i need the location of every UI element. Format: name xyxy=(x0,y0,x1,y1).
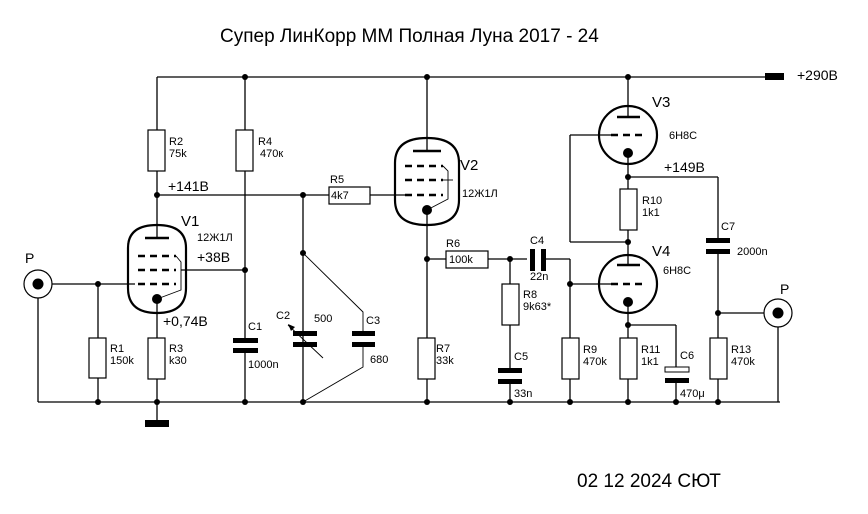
svg-text:33n: 33n xyxy=(514,388,532,400)
output-connector-label: P xyxy=(780,281,789,297)
svg-text:C4: C4 xyxy=(530,235,544,247)
svg-text:680: 680 xyxy=(370,354,388,366)
resistor-r3: R3 k30 xyxy=(147,337,187,402)
svg-text:1000n: 1000n xyxy=(248,359,279,371)
svg-text:500: 500 xyxy=(314,313,332,325)
svg-text:4k7: 4k7 xyxy=(331,190,349,202)
capacitor-c2-trimmer: C2 500 xyxy=(276,192,332,402)
v1-anode-voltage: +141В xyxy=(168,178,209,194)
tube-v2-type: 12Ж1Л xyxy=(462,188,498,200)
capacitor-c7: C7 2000n xyxy=(706,177,768,338)
svg-text:R11: R11 xyxy=(641,344,660,356)
ground-symbol xyxy=(145,420,169,427)
svg-text:R4: R4 xyxy=(258,136,272,148)
svg-text:33k: 33k xyxy=(436,355,454,367)
tube-v1-ref: V1 xyxy=(181,213,199,230)
svg-text:R6: R6 xyxy=(446,238,460,250)
svg-text:150k: 150k xyxy=(110,355,134,367)
svg-text:R13: R13 xyxy=(731,344,751,356)
tube-v4: V4 6Н8С xyxy=(570,243,691,338)
resistor-r2: R2 75k xyxy=(147,77,187,226)
tube-v1: V1 12Ж1Л xyxy=(126,213,245,338)
resistor-r8: R8 9k63* xyxy=(501,259,552,368)
resistor-r11: R11 1k1 xyxy=(619,322,660,402)
v1-screen-voltage: +38В xyxy=(197,249,230,265)
svg-text:R1: R1 xyxy=(110,343,124,355)
svg-text:470k: 470k xyxy=(731,356,755,368)
svg-text:R3: R3 xyxy=(169,343,183,355)
tube-v3-type: 6Н8С xyxy=(669,130,697,142)
svg-text:R9: R9 xyxy=(583,344,597,356)
resistor-r1: R1 150k xyxy=(88,284,134,402)
output-connector: P xyxy=(718,281,793,402)
schematic-footer-date: 02 12 2024 СЮТ xyxy=(577,471,721,492)
svg-text:C3: C3 xyxy=(366,315,380,327)
svg-text:C1: C1 xyxy=(248,321,262,333)
svg-text:R10: R10 xyxy=(642,195,662,207)
resistor-r10: R10 1k1 xyxy=(619,177,662,264)
schematic-title: Супер ЛинКорр ММ Полная Луна 2017 - 24 xyxy=(220,26,599,47)
capacitor-c1: C1 1000n xyxy=(233,321,279,402)
supply-terminal xyxy=(765,73,784,80)
tube-v3: V3 6Н8С xyxy=(570,77,697,180)
svg-text:C2: C2 xyxy=(276,310,290,322)
svg-text:C5: C5 xyxy=(514,351,528,363)
resistor-r7: R7 33k xyxy=(417,337,454,402)
tube-v3-ref: V3 xyxy=(652,94,670,111)
supply-rail: +290В xyxy=(157,67,838,83)
v1-cathode-voltage: +0,74В xyxy=(163,313,208,329)
capacitor-c5: C5 33n xyxy=(498,351,532,402)
tube-v1-type: 12Ж1Л xyxy=(197,232,233,244)
svg-text:1k1: 1k1 xyxy=(641,356,659,368)
svg-text:22n: 22n xyxy=(530,271,548,283)
svg-text:100k: 100k xyxy=(449,254,473,266)
svg-text:R5: R5 xyxy=(330,174,344,186)
svg-text:470μ: 470μ xyxy=(680,388,705,400)
tube-v2-ref: V2 xyxy=(460,157,478,174)
tube-v4-type: 6Н8С xyxy=(663,265,691,277)
svg-text:R2: R2 xyxy=(169,136,183,148)
resistor-r5: R5 4k7 xyxy=(328,174,410,205)
capacitor-c4: C4 22n xyxy=(507,235,571,338)
svg-text:75k: 75k xyxy=(169,148,187,160)
svg-text:k30: k30 xyxy=(169,355,187,367)
v3-cathode-voltage: +149В xyxy=(664,159,705,175)
svg-text:R8: R8 xyxy=(523,289,537,301)
svg-text:C6: C6 xyxy=(680,350,694,362)
svg-text:C7: C7 xyxy=(721,221,735,233)
capacitor-c3: C3 680 xyxy=(302,252,388,403)
tube-v2: V2 12Ж1Л xyxy=(393,77,498,338)
svg-text:1k1: 1k1 xyxy=(642,207,660,219)
svg-text:9k63*: 9k63* xyxy=(523,301,552,313)
resistor-r4: R4 470к xyxy=(235,77,283,338)
capacitor-c6-electrolytic: C6 470μ xyxy=(628,324,705,402)
resistor-r13: R13 470k xyxy=(709,310,755,402)
input-connector-label: P xyxy=(25,250,34,266)
svg-text:2000n: 2000n xyxy=(737,246,768,258)
resistor-r9: R9 470k xyxy=(561,281,607,402)
svg-text:R7: R7 xyxy=(436,343,450,355)
supply-voltage-label: +290В xyxy=(797,67,838,83)
svg-text:470к: 470к xyxy=(260,148,283,160)
tube-v4-ref: V4 xyxy=(652,243,670,260)
svg-text:470k: 470k xyxy=(583,356,607,368)
ground-rail xyxy=(38,399,780,427)
input-connector: P xyxy=(23,250,135,402)
resistor-r6: R6 100k xyxy=(424,238,527,269)
